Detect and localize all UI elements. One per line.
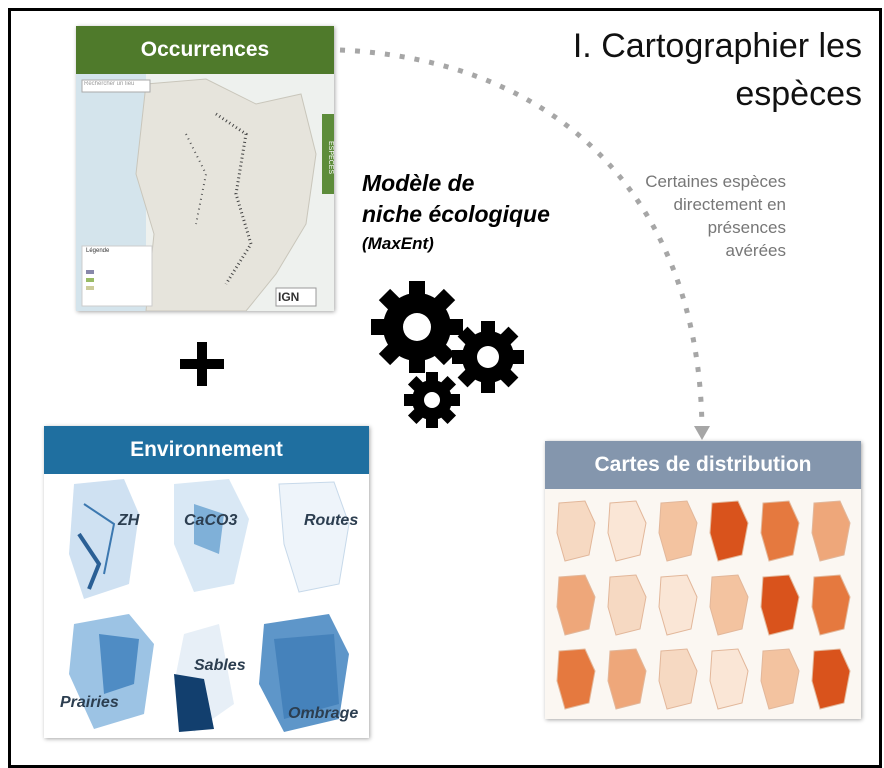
distribution-map-tile (556, 648, 596, 710)
layer-label-routes: Routes (304, 512, 359, 529)
legend-title: Légende (86, 248, 110, 254)
layer-label-ombrage: Ombrage (288, 705, 359, 722)
distribution-header: Cartes de distribution (545, 441, 861, 489)
occurrences-map (76, 74, 334, 311)
distribution-map-tile (607, 648, 647, 710)
note-line-4: avérées (725, 241, 786, 260)
note-text: Certaines espèces directement en présenc… (590, 170, 786, 262)
occurrences-header: Occurrences (76, 26, 334, 74)
distribution-map-tile (658, 574, 698, 636)
distribution-map-tile (760, 500, 800, 562)
distribution-map-tile (811, 648, 851, 710)
distribution-map-tile (709, 500, 749, 562)
model-label: Modèle de niche écologique (MaxEnt) (362, 168, 602, 258)
layer-label-caco3: CaCO3 (184, 512, 238, 529)
distribution-panel: Cartes de distribution (545, 441, 861, 719)
layer-label-zh: ZH (118, 512, 140, 529)
layer-label-sables: Sables (194, 657, 246, 674)
layer-label-prairies: Prairies (60, 694, 119, 711)
distribution-map-tile (658, 500, 698, 562)
model-line1: Modèle de (362, 170, 475, 196)
model-line2: niche écologique (362, 201, 550, 227)
note-line-2: directement en (673, 195, 786, 214)
distribution-map-tile (709, 648, 749, 710)
search-field[interactable]: Rechercher un lieu (84, 81, 135, 87)
distribution-map-tile (556, 500, 596, 562)
page-title: I. Cartographier les espèces (572, 27, 862, 113)
environment-header: Environnement (44, 426, 369, 474)
distribution-map-tile (658, 648, 698, 710)
distribution-map-tile (607, 574, 647, 636)
distribution-map-tile (811, 574, 851, 636)
occurrences-panel: Occurrences Rechercher un lieu Légende E… (76, 26, 334, 311)
distribution-maps-grid (556, 500, 851, 710)
model-line3: (MaxEnt) (362, 234, 434, 253)
distribution-map-tile (556, 574, 596, 636)
ign-logo: IGN (278, 290, 300, 304)
note-line-3: présences (707, 218, 786, 237)
environment-panel: Environnement ZH CaCO3 Routes Prairies S… (44, 426, 369, 738)
distribution-map-tile (760, 574, 800, 636)
note-line-1: Certaines espèces (645, 172, 786, 191)
environment-maps (44, 474, 369, 738)
plus-icon (180, 342, 224, 386)
species-tab[interactable]: ESPÈCES (327, 141, 334, 175)
distribution-map-tile (811, 500, 851, 562)
distribution-map-tile (607, 500, 647, 562)
distribution-map-tile (760, 648, 800, 710)
distribution-map-tile (709, 574, 749, 636)
